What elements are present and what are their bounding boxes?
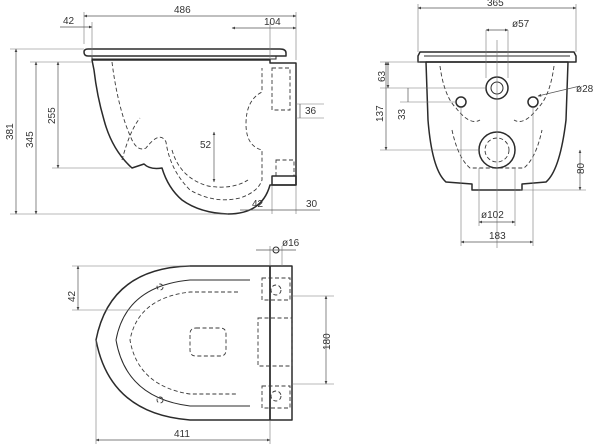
dim-rear-width: 365 — [487, 0, 504, 9]
dim-side-outlet-depth: 42 — [252, 199, 264, 210]
dim-rear-inlet-height: 63 — [377, 70, 388, 82]
dim-rear-bolt-dia: ø28 — [576, 84, 594, 95]
side-outlet-pipe — [271, 175, 297, 186]
top-flush-hole — [189, 327, 227, 357]
dim-rear-inlet-dia: ø57 — [512, 19, 530, 30]
dim-rear-outlet-height: 80 — [576, 162, 587, 174]
top-seat-outline — [95, 265, 271, 421]
rear-bolt-left — [455, 96, 467, 108]
dim-side-width: 486 — [174, 5, 191, 16]
top-hidden-hinges — [257, 277, 293, 409]
dim-side-outlet-height: 52 — [200, 140, 212, 151]
dim-top-hinge-dia: ø16 — [282, 238, 300, 249]
dim-top-fix-spacing: 180 — [322, 333, 333, 350]
dim-side-bowl-height: 255 — [47, 107, 58, 124]
rear-seat-plate — [417, 51, 577, 63]
dim-side-outlet-length: 30 — [306, 199, 318, 210]
dim-side-rear: 104 — [264, 17, 281, 28]
dim-rear-fix-height: 137 — [375, 105, 386, 122]
dim-side-total-height: 381 — [5, 123, 16, 140]
top-bowl-inner — [115, 279, 250, 407]
side-bowl-body — [91, 59, 297, 215]
top-hidden-rim — [129, 291, 238, 395]
dim-rear-outlet-dia: ø102 — [481, 210, 504, 221]
side-view: 486 42 104 381 345 255 36 52 4 — [5, 5, 324, 215]
dim-side-fix-offset: 36 — [305, 106, 317, 117]
side-seat-ring — [91, 55, 277, 60]
dim-side-mount-height: 345 — [25, 131, 36, 148]
dim-top-length: 411 — [174, 429, 190, 440]
side-hidden-trap — [111, 61, 263, 201]
side-hidden-rear — [271, 67, 295, 177]
rear-bolt-right — [527, 96, 539, 108]
rear-view: 365 ø57 63 137 33 ø28 80 ø102 — [375, 0, 594, 248]
dim-side-seat-offset: 42 — [63, 16, 75, 27]
dim-rear-fix-spacing: 33 — [397, 108, 408, 120]
side-hidden-flush — [121, 117, 249, 188]
rear-hidden-inner — [439, 65, 555, 169]
top-view: ø16 42 180 411 — [67, 238, 334, 444]
dim-top-seat-offset: 42 — [67, 290, 78, 302]
side-seat-lid — [83, 48, 287, 57]
dim-rear-fix-width: 183 — [489, 231, 506, 242]
